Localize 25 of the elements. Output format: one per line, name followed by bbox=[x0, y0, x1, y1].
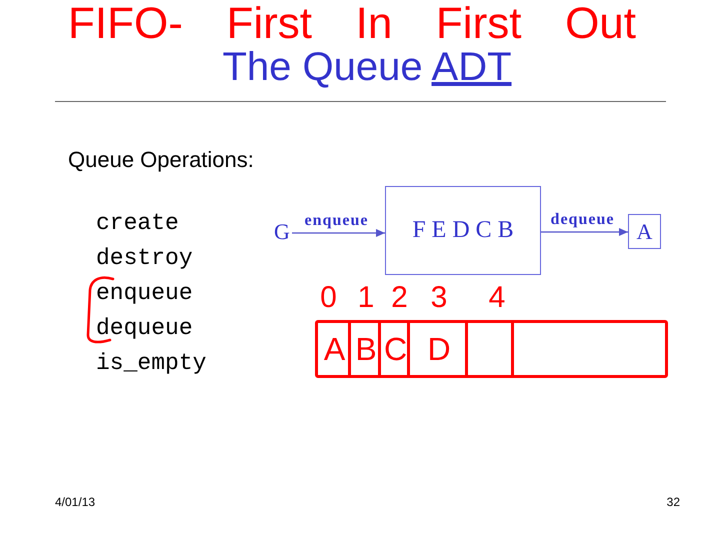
handwritten-note: FIFO- First In First Out bbox=[68, 2, 636, 46]
slide-title: The Queue ADT bbox=[222, 47, 512, 87]
arrow bbox=[541, 228, 628, 236]
operation-name: dequeue bbox=[96, 316, 193, 340]
queue-box: F E D C B bbox=[385, 186, 541, 275]
index-number: 3 bbox=[430, 281, 448, 315]
index-number: 4 bbox=[488, 281, 506, 315]
edge-label: dequeue bbox=[550, 211, 614, 229]
cell-letter: D bbox=[427, 331, 451, 367]
date-text: 4/01/13 bbox=[55, 495, 96, 509]
page-number: 32 bbox=[666, 495, 680, 509]
operation-name: create bbox=[96, 211, 179, 235]
operation-name: destroy bbox=[96, 246, 193, 270]
cell-letter: B bbox=[355, 331, 377, 367]
index-number: 0 bbox=[320, 281, 337, 315]
cell-letter: C bbox=[384, 331, 408, 367]
operation-name: enqueue bbox=[96, 281, 193, 305]
index-number: 2 bbox=[391, 281, 408, 315]
arrow bbox=[292, 229, 385, 237]
item-box: A bbox=[628, 214, 661, 249]
operation-name: is_empty bbox=[96, 351, 206, 375]
item-label: G bbox=[272, 219, 292, 245]
cell-letter: A bbox=[324, 331, 346, 367]
section-heading: Queue Operations: bbox=[68, 147, 254, 173]
index-number: 1 bbox=[358, 281, 374, 315]
